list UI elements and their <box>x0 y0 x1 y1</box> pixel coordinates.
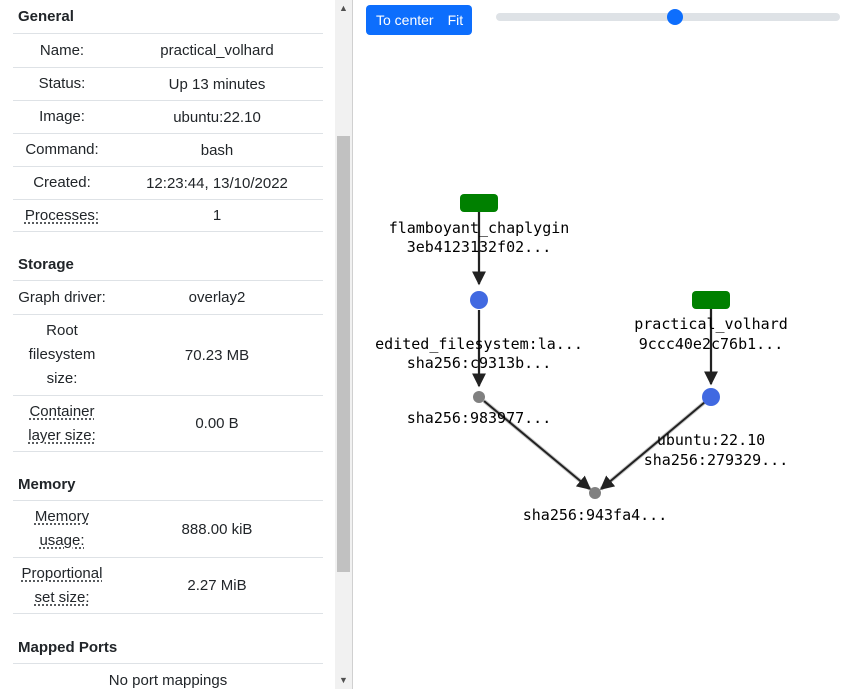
container1-name-label: flamboyant_chaplygin <box>389 219 570 237</box>
processes-value: 1 <box>212 207 222 224</box>
graph-driver-key: Graph driver: <box>18 288 106 306</box>
created-value: 12:23:44, 13/10/2022 <box>146 174 288 192</box>
edge-layer1-base <box>483 400 592 490</box>
image-node-ubuntu[interactable] <box>702 388 720 406</box>
container2-name-label: practical_volhard <box>634 315 788 333</box>
command-row: Command: bash <box>13 133 323 166</box>
to-center-button[interactable]: To center <box>366 5 443 35</box>
name-row: Name: practical_volhard <box>13 33 323 67</box>
pss-key[interactable]: Proportional set size: <box>21 564 103 606</box>
scroll-down-icon[interactable]: ▼ <box>339 675 348 685</box>
image-value: ubuntu:22.10 <box>173 108 261 126</box>
image2-sha-label: sha256:279329... <box>644 451 789 469</box>
graph-driver-value: overlay2 <box>188 289 246 306</box>
container-node-practical-volhard[interactable] <box>692 291 730 309</box>
graph-driver-row: Graph driver: overlay2 <box>13 280 323 314</box>
container-layer-key[interactable]: Container layer size: <box>28 402 96 444</box>
container2-id-label: 9ccc40e2c76b1... <box>639 335 784 353</box>
ports-section-title: Mapped Ports <box>18 639 118 656</box>
created-key: Created: <box>33 174 91 191</box>
layer-node-943fa4[interactable] <box>589 487 601 499</box>
image1-sha-label: sha256:c9313b... <box>407 354 552 372</box>
container-node-flamboyant-chaplygin[interactable] <box>460 194 498 212</box>
memory-usage-row: Memory usage: 888.00 kiB <box>13 500 323 557</box>
name-value: practical_volhard <box>160 42 274 59</box>
root-fs-row: Root filesystem size: 70.23 MB <box>13 314 323 395</box>
layer1-sha-label: sha256:983977... <box>407 409 552 427</box>
storage-section-title: Storage <box>18 256 74 273</box>
view-button-group: To center Fit <box>366 5 473 35</box>
base-layer-sha-label: sha256:943fa4... <box>523 506 668 524</box>
container-layer-row: Container layer size: 0.00 B <box>13 395 323 452</box>
pss-value: 2.27 MiB <box>187 577 247 594</box>
layer-graph-canvas[interactable]: flamboyant_chaplygin 3eb4123132f02... pr… <box>354 40 853 689</box>
graph-edges <box>472 212 718 491</box>
image1-name-label: edited_filesystem:la... <box>375 335 583 353</box>
status-key: Status: <box>38 75 86 92</box>
processes-row: Processes: 1 <box>13 199 323 232</box>
edge-image2-base <box>599 401 706 490</box>
status-value: Up 13 minutes <box>168 75 266 93</box>
container-layer-value: 0.00 B <box>195 415 239 432</box>
no-ports-text: No port mappings <box>13 663 323 689</box>
image-key: Image: <box>39 108 85 125</box>
zoom-slider-thumb[interactable] <box>666 9 683 25</box>
name-key: Name: <box>39 41 85 59</box>
image2-name-label: ubuntu:22.10 <box>657 431 765 449</box>
scroll-up-icon[interactable]: ▲ <box>339 3 348 13</box>
pss-row: Proportional set size: 2.27 MiB <box>13 557 323 614</box>
created-row: Created: 12:23:44, 13/10/2022 <box>13 166 323 199</box>
command-key: Command: <box>25 141 99 158</box>
command-value: bash <box>200 141 234 159</box>
root-fs-key: Root filesystem size: <box>28 322 96 387</box>
root-fs-value: 70.23 MB <box>184 346 250 364</box>
memory-usage-value: 888.00 kiB <box>181 520 253 538</box>
processes-key[interactable]: Processes: <box>24 206 100 224</box>
container-details-panel: General Name: practical_volhard Status: … <box>0 0 353 689</box>
container1-id-label: 3eb4123132f02... <box>407 238 552 256</box>
image-row: Image: ubuntu:22.10 <box>13 100 323 133</box>
layer-graph[interactable]: flamboyant_chaplygin 3eb4123132f02... pr… <box>354 40 853 689</box>
status-row: Status: Up 13 minutes <box>13 67 323 100</box>
layer-node-983977[interactable] <box>473 391 485 403</box>
memory-usage-key[interactable]: Memory usage: <box>34 508 90 549</box>
fit-button[interactable]: Fit <box>442 5 473 35</box>
memory-section-title: Memory <box>18 476 76 493</box>
zoom-slider[interactable] <box>496 9 840 25</box>
image-node-edited-filesystem[interactable] <box>470 291 488 309</box>
scroll-thumb[interactable] <box>337 136 350 572</box>
panel-scrollbar[interactable]: ▲ ▼ <box>335 0 352 689</box>
general-section-title: General <box>18 8 74 25</box>
